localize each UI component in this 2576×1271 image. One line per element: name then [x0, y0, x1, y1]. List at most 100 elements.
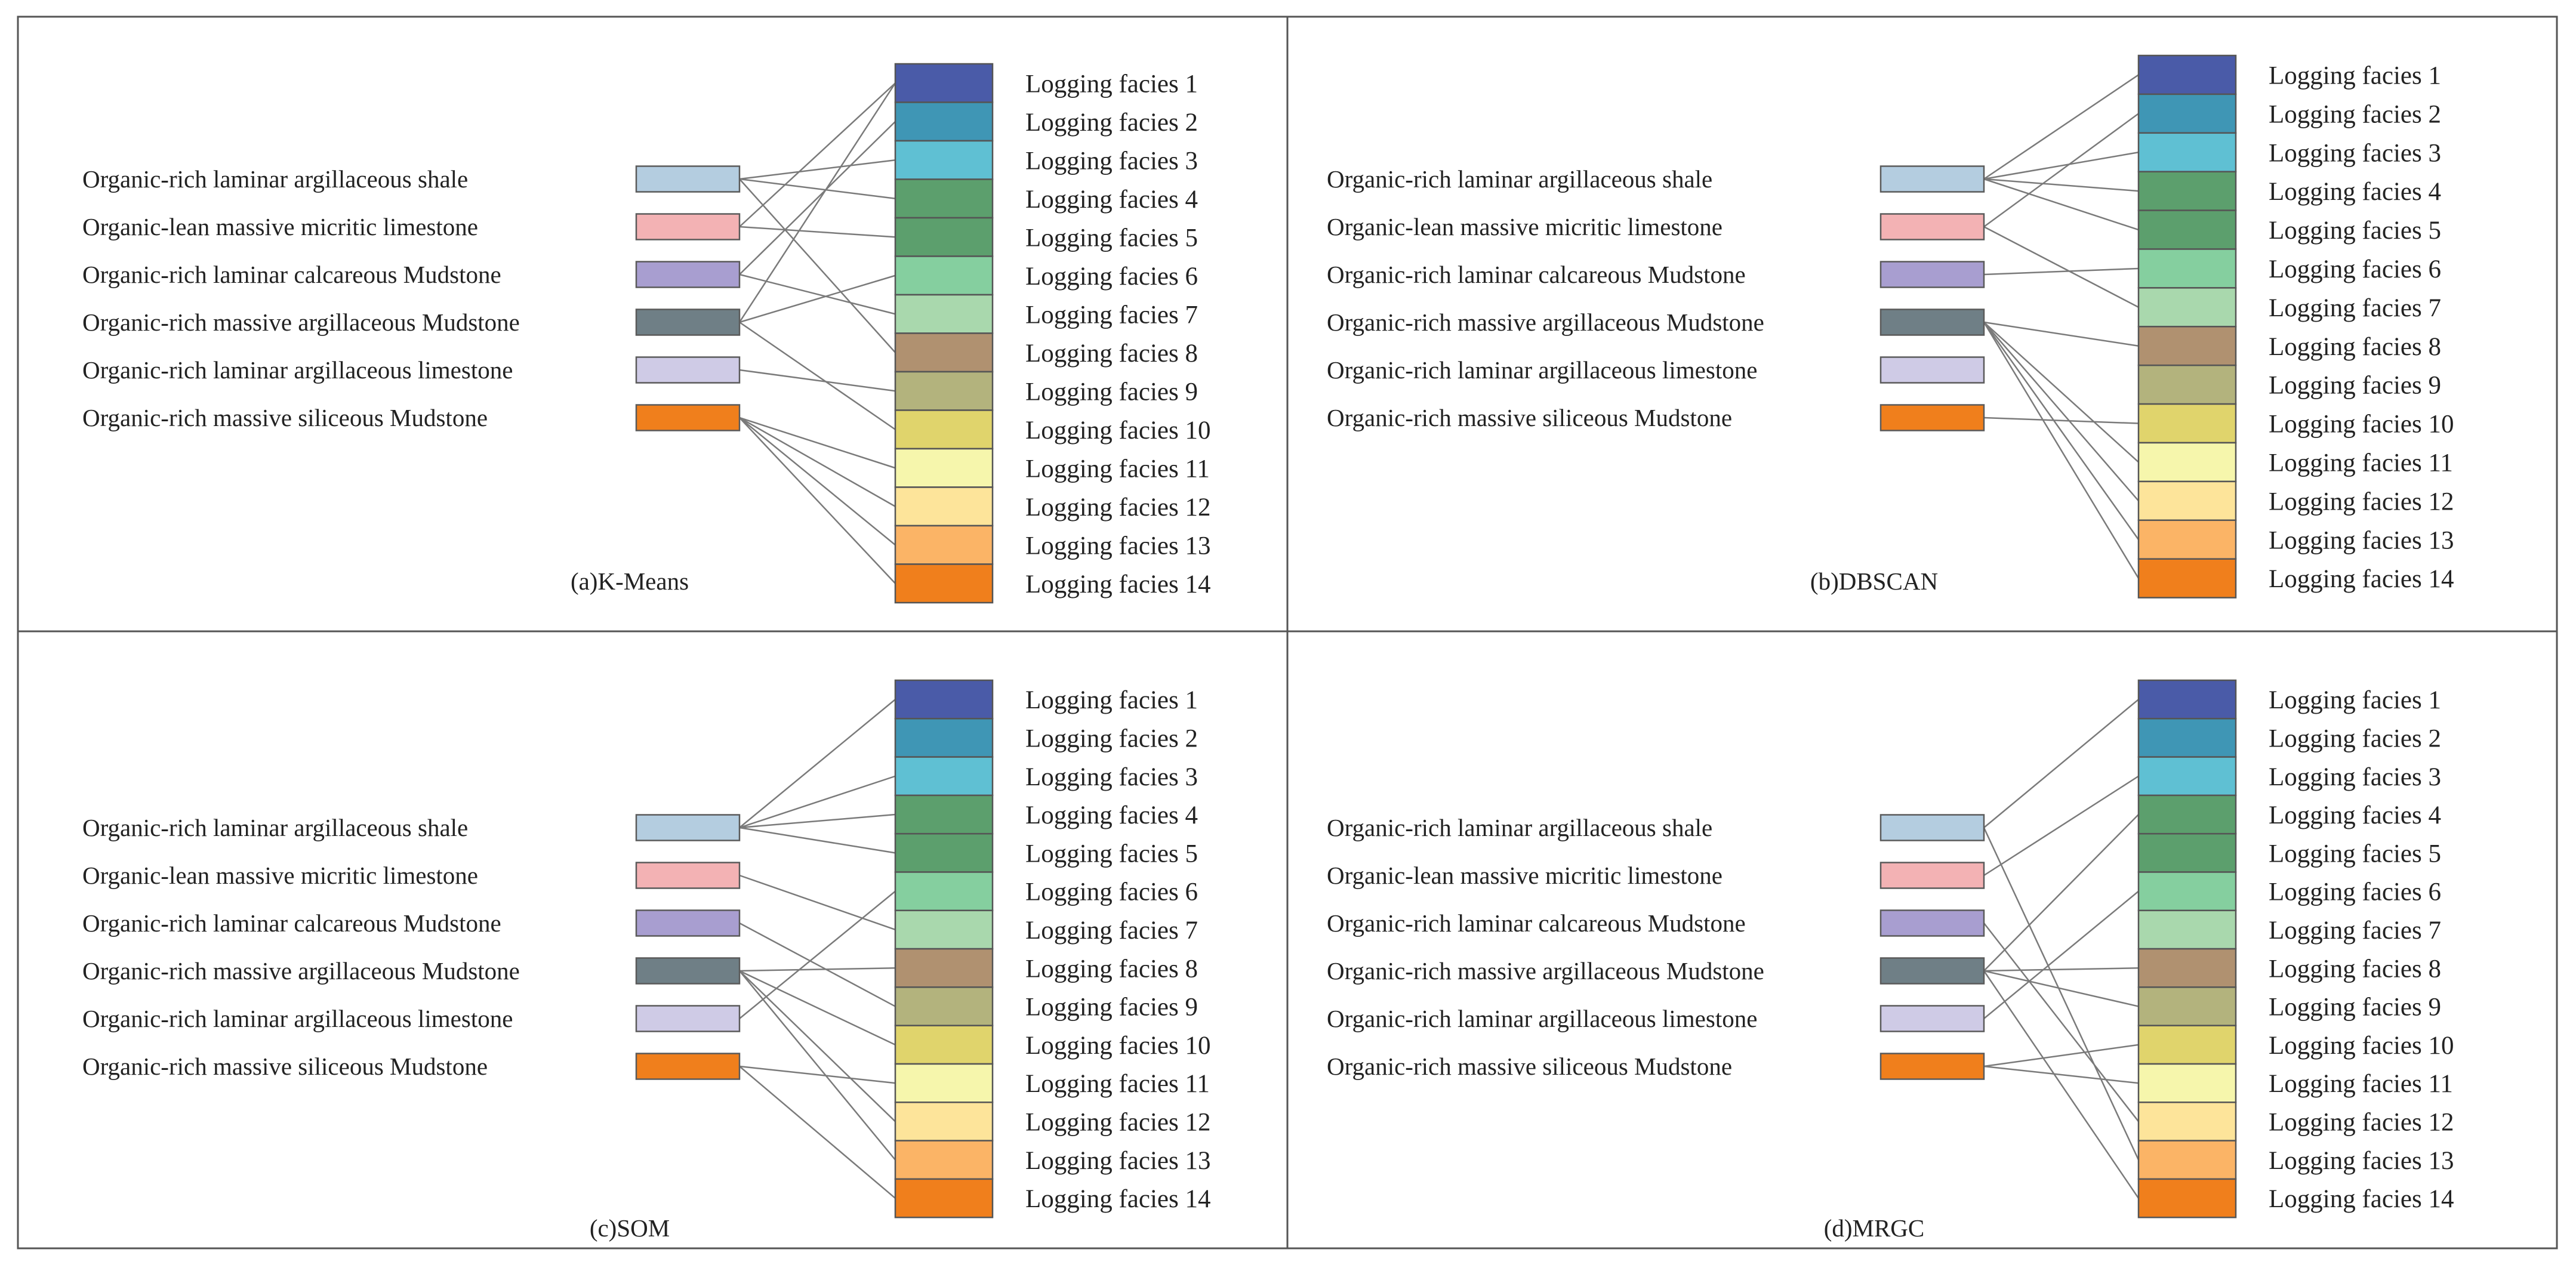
facies-box: [894, 101, 994, 142]
facies-label: Logging facies 4: [2269, 178, 2441, 206]
panel-3: Organic-rich laminar argillaceous shaleO…: [82, 679, 1210, 1242]
connection-line: [1983, 827, 2140, 1161]
connection-line: [1983, 923, 2139, 1122]
connection-line: [739, 274, 896, 323]
connection-line: [1983, 1065, 2139, 1084]
facies-label: Logging facies 8: [2269, 955, 2441, 983]
facies-label: Logging facies 1: [2269, 61, 2441, 90]
lithofacies-label: Organic-rich laminar argillaceous limest…: [82, 1005, 513, 1032]
connection-line: [1983, 178, 2139, 192]
connection-line: [739, 699, 896, 828]
facies-box: [2137, 679, 2237, 720]
connection-line: [1983, 1044, 2139, 1068]
facies-label: Logging facies 6: [2269, 878, 2441, 906]
facies-label: Logging facies 4: [1025, 801, 1198, 829]
facies-box: [894, 1178, 994, 1218]
facies-box: [2137, 364, 2237, 405]
facies-label: Logging facies 10: [2269, 411, 2454, 439]
panel-2: Organic-rich laminar argillaceous shaleO…: [1327, 54, 2454, 599]
connection-line: [739, 178, 896, 199]
facies-label: Logging facies 9: [2269, 994, 2441, 1022]
connection-line: [739, 178, 896, 353]
lithofacies-swatch: [635, 957, 741, 985]
connection-line: [739, 874, 896, 931]
facies-label: Logging facies 5: [2269, 217, 2441, 245]
connection-line: [739, 967, 896, 972]
facies-box: [894, 140, 994, 180]
connection-line: [739, 273, 896, 315]
lithofacies-label: Organic-lean massive micritic limestone: [82, 862, 478, 889]
connection-line: [1983, 322, 2140, 579]
facies-box: [2137, 909, 2237, 950]
facies-label: Logging facies 3: [2269, 763, 2441, 791]
facies-box: [2137, 326, 2237, 366]
facies-box: [894, 448, 994, 488]
lithofacies-swatch: [635, 814, 741, 841]
panel-caption: (c)SOM: [590, 1214, 670, 1242]
facies-label: Logging facies 14: [2269, 565, 2454, 593]
facies-box: [2137, 948, 2237, 988]
facies-box: [894, 1025, 994, 1065]
facies-box: [894, 63, 994, 103]
facies-box: [2137, 287, 2237, 328]
lithofacies-swatch: [1879, 261, 1985, 288]
facies-box: [2137, 209, 2237, 250]
lithofacies-swatch: [1879, 862, 1985, 889]
connection-line: [1983, 775, 2139, 877]
facies-box: [894, 371, 994, 411]
facies-box: [2137, 794, 2237, 835]
connection-line: [739, 321, 896, 430]
facies-box: [894, 525, 994, 565]
facies-label: Logging facies 3: [1025, 147, 1198, 175]
facies-label: Logging facies 11: [1025, 1070, 1210, 1098]
facies-label: Logging facies 8: [2269, 333, 2441, 361]
facies-label: Logging facies 6: [1025, 263, 1198, 291]
connection-line: [1983, 970, 2139, 1007]
facies-box: [2137, 480, 2237, 522]
facies-label: Logging facies 6: [2269, 255, 2441, 283]
lithofacies-label: Organic-rich laminar argillaceous shale: [82, 165, 468, 193]
facies-label: Logging facies 1: [1025, 70, 1198, 98]
facies-box: [2137, 1102, 2237, 1142]
facies-label: Logging facies 12: [1025, 1108, 1210, 1136]
lithofacies-label: Organic-rich massive argillaceous Mudsto…: [82, 309, 520, 336]
lithofacies-label: Organic-rich laminar argillaceous limest…: [1327, 1005, 1757, 1032]
facies-box: [2137, 132, 2237, 172]
connection-line: [739, 417, 896, 546]
lithofacies-swatch: [635, 213, 741, 240]
facies-box: [894, 486, 994, 527]
facies-label: Logging facies 14: [1025, 570, 1210, 599]
lithofacies-swatch: [1879, 404, 1985, 431]
lithofacies-label: Organic-lean massive micritic limestone: [82, 213, 478, 240]
facies-label: Logging facies 1: [1025, 686, 1198, 714]
connection-line: [739, 159, 896, 180]
facies-box: [2137, 519, 2237, 560]
lithofacies-swatch: [1879, 213, 1985, 240]
facies-label: Logging facies 12: [2269, 1108, 2454, 1136]
connection-line: [739, 121, 896, 275]
connection-line: [1983, 321, 2139, 347]
lithofacies-swatch: [635, 309, 741, 336]
connection-line: [739, 417, 896, 584]
panel-caption: (b)DBSCAN: [1810, 567, 1938, 595]
connection-line: [1983, 417, 2139, 424]
panel-4: Organic-rich laminar argillaceous shaleO…: [1327, 679, 2454, 1242]
facies-box: [894, 409, 994, 450]
facies-box: [2137, 718, 2237, 758]
connection-line: [739, 226, 896, 238]
connection-line: [1983, 113, 2139, 228]
facies-box: [894, 563, 994, 604]
facies-box: [2137, 986, 2237, 1026]
facies-label: Logging facies 7: [2269, 917, 2441, 945]
connection-line: [1983, 226, 2139, 308]
connection-line: [1983, 267, 2139, 276]
lithofacies-swatch: [1879, 814, 1985, 841]
lithofacies-label: Organic-rich laminar argillaceous shale: [1327, 165, 1712, 193]
facies-box: [894, 217, 994, 257]
facies-box: [894, 794, 994, 835]
connection-line: [1983, 322, 2140, 540]
lithofacies-swatch: [1879, 909, 1985, 937]
facies-box: [894, 986, 994, 1026]
facies-label: Logging facies 3: [2269, 139, 2441, 167]
